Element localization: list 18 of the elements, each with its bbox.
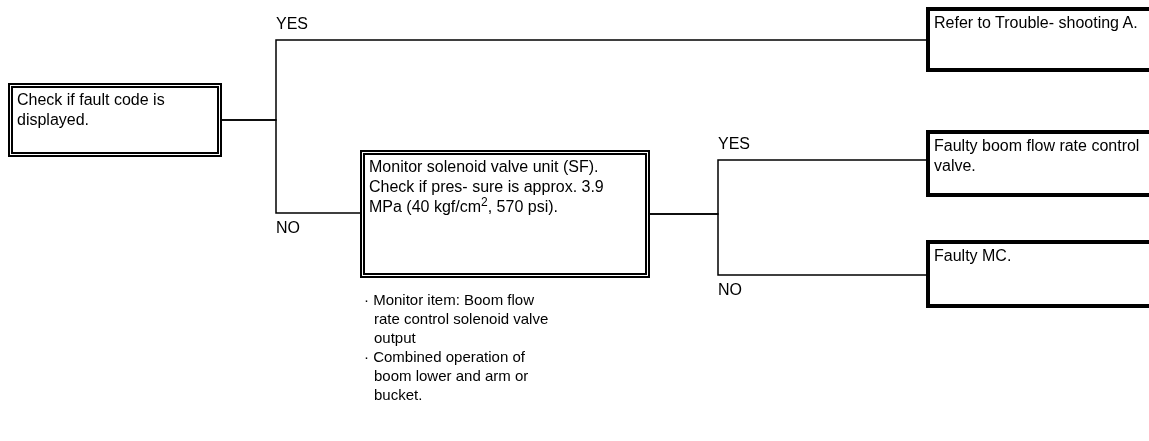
process-box <box>926 240 1149 308</box>
connector-line <box>649 213 927 276</box>
box-text: Faulty MC. <box>934 246 1013 266</box>
process-box <box>926 130 1149 197</box>
box-text: Faulty boom flow rate control valve. <box>934 136 1141 176</box>
note-text: · Combined operation of boom lower and arm or bucket. <box>364 347 530 404</box>
box-text: Refer to Trouble- shooting A. <box>934 13 1139 33</box>
edge-label: NO <box>718 280 742 300</box>
connector-line <box>221 119 361 214</box>
process-box <box>926 7 1149 72</box>
process-box <box>360 150 650 278</box>
edge-label: NO <box>276 218 300 238</box>
edge-label: YES <box>718 134 750 154</box>
process-box <box>8 83 222 157</box>
box-text: Check if fault code is displayed. <box>17 90 166 130</box>
note-text: · Monitor item: Boom flow rate control solenoid valve output <box>364 290 550 347</box>
edge-label: YES <box>276 14 308 34</box>
box-text: Monitor solenoid valve unit (SF). Check if pres- sure is approx. 3.9 MPa (40 kgf/cm$^{2}$, 570 psi). <box>369 157 605 217</box>
